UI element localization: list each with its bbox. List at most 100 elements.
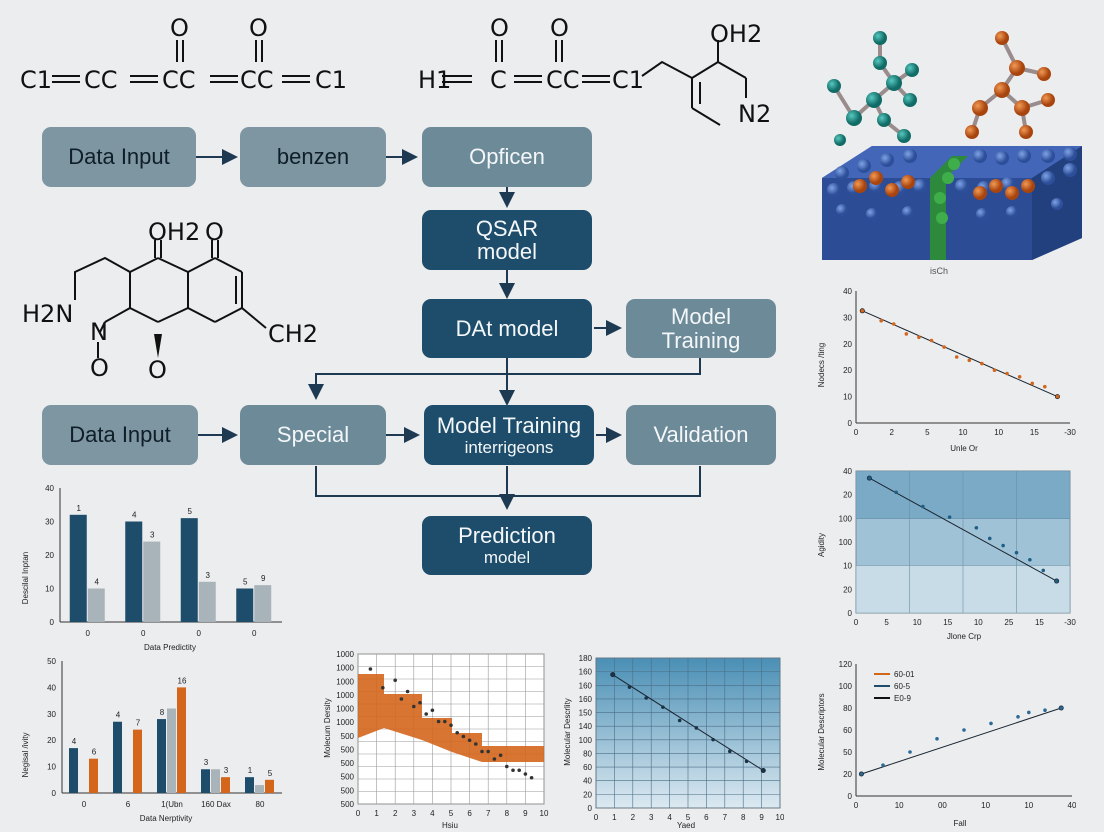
y-tick-label: 0 [848, 609, 853, 618]
atom-o-3: O [490, 14, 509, 42]
chart-x-label: Yaed [677, 821, 695, 830]
box-model-training-center-label: Model Training [436, 412, 582, 438]
y-tick-label: 20 [843, 366, 852, 375]
data-label: 9 [261, 574, 266, 583]
y-tick-label: 20 [45, 551, 54, 560]
atom-c1-right: C1 [315, 66, 347, 94]
box-data-input-top[interactable]: Data Input [42, 127, 196, 187]
box-dat-model[interactable]: DAt model [422, 299, 592, 358]
data-point [1054, 579, 1059, 583]
legend-label: 60-5 [894, 682, 911, 691]
box-benzen[interactable]: benzen [240, 127, 386, 187]
y-tick-label: 1000 [336, 691, 354, 700]
data-point [529, 775, 534, 780]
data-point [610, 672, 615, 677]
y-tick-label: 20 [843, 585, 852, 594]
y-tick-label: 160 [579, 695, 593, 704]
y-tick-label: 10 [843, 393, 852, 402]
data-point [418, 700, 422, 705]
chart-axes [855, 664, 1072, 797]
atom-cc-1: CC [84, 66, 118, 94]
y-tick-label: 0 [50, 618, 55, 627]
data-label: 7 [136, 719, 141, 728]
box-prediction-model[interactable]: Prediction model [422, 516, 592, 575]
data-point [904, 332, 909, 336]
y-tick-label: 80 [583, 749, 592, 758]
x-tick-label: 15 [1035, 618, 1044, 627]
chart-y-label: Molecular Descrlity [563, 698, 572, 766]
chem-chain-top-left: O O C1 CC CC CC C1 [20, 14, 347, 94]
box-model-training-center[interactable]: Model Training interrigeons [424, 405, 594, 465]
x-tick-label: 7 [723, 813, 728, 822]
y-tick-label: 500 [341, 800, 355, 809]
bar [167, 708, 176, 793]
y-tick-label: 100 [579, 736, 593, 745]
data-point [1055, 394, 1060, 399]
trend-line [612, 674, 764, 771]
data-point [942, 345, 946, 349]
data-point [891, 322, 896, 326]
x-tick-label: 2 [393, 809, 398, 818]
chart-y-label: Agidity [817, 533, 826, 557]
chart-axes [855, 291, 1070, 424]
y-tick-label: 40 [47, 683, 56, 692]
box-opficen-label: Opficen [469, 144, 545, 170]
atom-o-7: O [148, 356, 167, 384]
y-tick-label: 500 [341, 745, 355, 754]
data-point [967, 358, 972, 363]
box-dat-model-label: DAt model [455, 315, 559, 341]
x-tick-label: 4 [430, 809, 435, 818]
y-tick-label: 10 [47, 763, 56, 772]
data-point [405, 689, 410, 694]
box-validation[interactable]: Validation [626, 405, 776, 465]
box-model-training-right[interactable]: Model Training [626, 299, 776, 358]
y-tick-label: 30 [45, 518, 54, 527]
chart-x-label: Data Predictity [144, 643, 196, 652]
x-tick-label: 4 [667, 813, 672, 822]
bar [143, 541, 161, 622]
y-tick-label: 160 [579, 681, 593, 690]
bar [180, 518, 198, 622]
y-tick-label: 80 [843, 704, 852, 713]
x-tick-label: 9 [523, 809, 528, 818]
data-point [467, 738, 472, 743]
y-tick-label: 500 [341, 773, 355, 782]
atom-o-6: O [90, 354, 109, 382]
box-opficen[interactable]: Opficen [422, 127, 592, 187]
bar [236, 588, 254, 622]
data-point [761, 768, 766, 773]
x-tick-label: 5 [925, 428, 930, 437]
x-tick-label: 1(Ubn [161, 800, 183, 809]
x-tick-label: 10 [959, 428, 968, 437]
legend-label: E0-9 [894, 694, 911, 703]
y-tick-label: 50 [843, 748, 852, 757]
y-tick-label: 150 [579, 709, 593, 718]
box-qsar-sublabel: model [477, 239, 537, 264]
box-qsar-model[interactable]: QSAR model [422, 210, 592, 270]
box-special-label: Special [276, 422, 350, 448]
data-point [711, 737, 715, 742]
data-point [661, 705, 665, 709]
box-special[interactable]: Special [240, 405, 386, 465]
y-tick-label: 0 [588, 804, 593, 813]
x-tick-label: 0 [854, 801, 859, 810]
data-point [1027, 710, 1031, 715]
data-point [881, 763, 885, 767]
box-validation-label: Validation [653, 422, 749, 448]
x-tick-label: 5 [449, 809, 454, 818]
data-label: 5 [268, 769, 273, 778]
y-tick-label: 20 [843, 770, 852, 779]
atom-o-4: O [550, 14, 569, 42]
data-point [1041, 568, 1046, 573]
y-tick-label: 40 [843, 467, 852, 476]
data-point [1014, 550, 1019, 555]
bar [125, 521, 143, 622]
data-point [974, 526, 979, 530]
box-data-input-bottom[interactable]: Data Input [42, 405, 198, 465]
trend-line [862, 310, 1058, 398]
y-tick-label: 140 [579, 722, 593, 731]
chart-x-label: Hsiu [442, 821, 458, 830]
x-tick-label: 25 [1004, 618, 1013, 627]
